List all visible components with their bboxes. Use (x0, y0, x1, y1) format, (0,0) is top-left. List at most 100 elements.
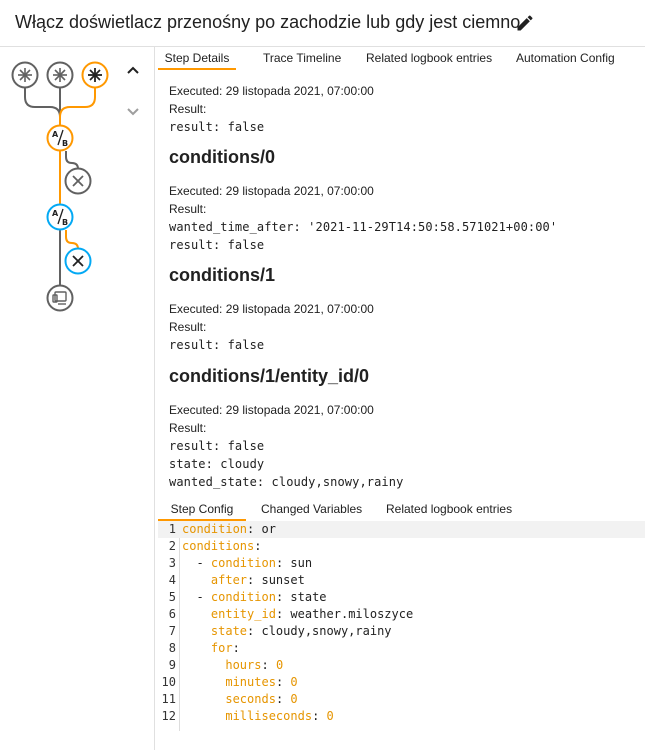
code-value: state (290, 590, 327, 604)
line-number: 3 (168, 556, 176, 570)
code-line[interactable]: 7 state: cloudy,snowy,rainy (158, 623, 645, 640)
code-indent (182, 590, 196, 604)
code-text: conditions: (182, 538, 261, 555)
chevron-up-icon[interactable] (121, 59, 145, 83)
svg-text:B: B (62, 218, 68, 227)
executed-text: Executed: 29 listopada 2021, 07:00:00 (169, 84, 374, 98)
code-colon: : (312, 709, 327, 723)
action-node-device[interactable] (46, 284, 74, 312)
tab-step-config[interactable]: Step Config (158, 499, 246, 521)
line-number: 4 (168, 573, 176, 587)
line-number: 9 (168, 658, 176, 672)
code-key: condition (210, 556, 276, 570)
section-conditions-1: conditions/1 Executed: 29 listopada 2021… (169, 264, 374, 354)
trigger-node-2[interactable] (46, 61, 74, 89)
code-indent (182, 573, 211, 587)
svg-text:A: A (52, 130, 59, 139)
code-line[interactable]: 4 after: sunset (158, 572, 645, 589)
code-colon: : (275, 675, 291, 689)
tab-changed-variables[interactable]: Changed Variables (261, 502, 363, 516)
pencil-icon[interactable] (515, 13, 535, 33)
code-colon: : (247, 573, 262, 587)
code-line[interactable]: 3 - condition: sun (158, 555, 645, 572)
tab-related-logbook-entries[interactable]: Related logbook entries (386, 502, 513, 516)
code-text: minutes: 0 (182, 674, 297, 691)
tab-trace-timeline[interactable]: Trace Timeline (263, 51, 342, 65)
code-line[interactable]: 5 - condition: state (158, 589, 645, 606)
code-line[interactable]: 10 minutes: 0 (158, 674, 645, 691)
choose-ab-icon: A B (52, 208, 68, 227)
code-key: for (210, 641, 233, 655)
svg-text:A: A (52, 209, 59, 218)
executed-text: Executed: 29 listopada 2021, 07:00:00 (169, 302, 374, 316)
trigger-node-3[interactable] (81, 61, 109, 89)
result-line: result: false (169, 338, 265, 352)
code-line[interactable]: 1 condition: or (158, 521, 645, 538)
result-label: Result: (169, 421, 207, 435)
code-indent (182, 624, 211, 638)
code-indent (182, 556, 196, 570)
code-text: after: sunset (182, 572, 305, 589)
code-line[interactable]: 6 entity_id: weather.miloszyce (158, 606, 645, 623)
choose-node-2[interactable]: A B (46, 203, 74, 231)
section-heading: conditions/0 (169, 147, 276, 167)
tab-automation-config[interactable]: Automation Config (516, 51, 615, 65)
close-icon (72, 255, 84, 267)
code-key: hours (225, 658, 262, 672)
code-key: milliseconds (225, 709, 313, 723)
code-text: - condition: sun (182, 555, 312, 572)
code-text: condition: or (182, 521, 276, 538)
code-key: seconds (225, 692, 276, 706)
result-label: Result: (169, 202, 207, 216)
code-value: sun (290, 556, 313, 570)
condition-node-1[interactable] (64, 167, 92, 195)
code-value: 0 (275, 658, 284, 672)
code-colon: : (247, 522, 262, 536)
code-indent (182, 641, 211, 655)
code-key: after (210, 573, 248, 587)
code-key: condition (182, 522, 248, 536)
code-value: sunset (261, 573, 305, 587)
code-colon: : (275, 590, 291, 604)
choose-node-1[interactable]: A B (46, 124, 74, 152)
tab-related-logbook[interactable]: Related logbook entries (366, 51, 493, 65)
code-dash: - (196, 590, 211, 604)
tab-step-details[interactable]: Step Details (158, 48, 236, 70)
code-key: conditions (182, 539, 255, 553)
step-tabs: Step Config Changed Variables Related lo… (158, 499, 645, 521)
code-text: state: cloudy,snowy,rainy (182, 623, 392, 640)
chevron-down-icon[interactable] (121, 99, 145, 123)
code-indent (182, 692, 225, 706)
line-number: 2 (168, 539, 176, 553)
code-line[interactable]: 9 hours: 0 (158, 657, 645, 674)
result-line: result: false (169, 238, 265, 252)
code-value: 0 (290, 692, 298, 706)
executed-text: Executed: 29 listopada 2021, 07:00:00 (169, 184, 374, 198)
code-text: hours: 0 (182, 657, 283, 674)
code-text: seconds: 0 (182, 691, 298, 708)
svg-text:B: B (62, 139, 68, 148)
code-line[interactable]: 8 for: (158, 640, 645, 657)
code-indent (182, 709, 225, 723)
editor-gutter-divider (179, 521, 180, 731)
intro-block: Executed: 29 listopada 2021, 07:00:00 Re… (169, 82, 374, 136)
close-icon (72, 175, 84, 187)
line-number: 5 (168, 590, 176, 604)
code-line[interactable]: 12 milliseconds: 0 (158, 708, 645, 725)
code-line[interactable]: 11 seconds: 0 (158, 691, 645, 708)
code-colon: : (247, 624, 262, 638)
asterisk-icon (18, 68, 32, 82)
line-number: 7 (168, 624, 176, 638)
code-key: entity_id (210, 607, 276, 621)
code-key: state (210, 624, 248, 638)
result-label: Result: (169, 320, 207, 334)
code-colon: : (232, 641, 240, 655)
trigger-node-1[interactable] (11, 61, 39, 89)
trace-tabs: Step Details Trace Timeline Related logb… (158, 48, 645, 70)
page-header: Włącz doświetlacz przenośny po zachodzie… (0, 0, 645, 47)
code-key: condition (210, 590, 276, 604)
condition-node-2[interactable] (64, 247, 92, 275)
code-line[interactable]: 2 conditions: (158, 538, 645, 555)
line-number: 1 (168, 522, 176, 536)
line-number: 8 (168, 641, 176, 655)
